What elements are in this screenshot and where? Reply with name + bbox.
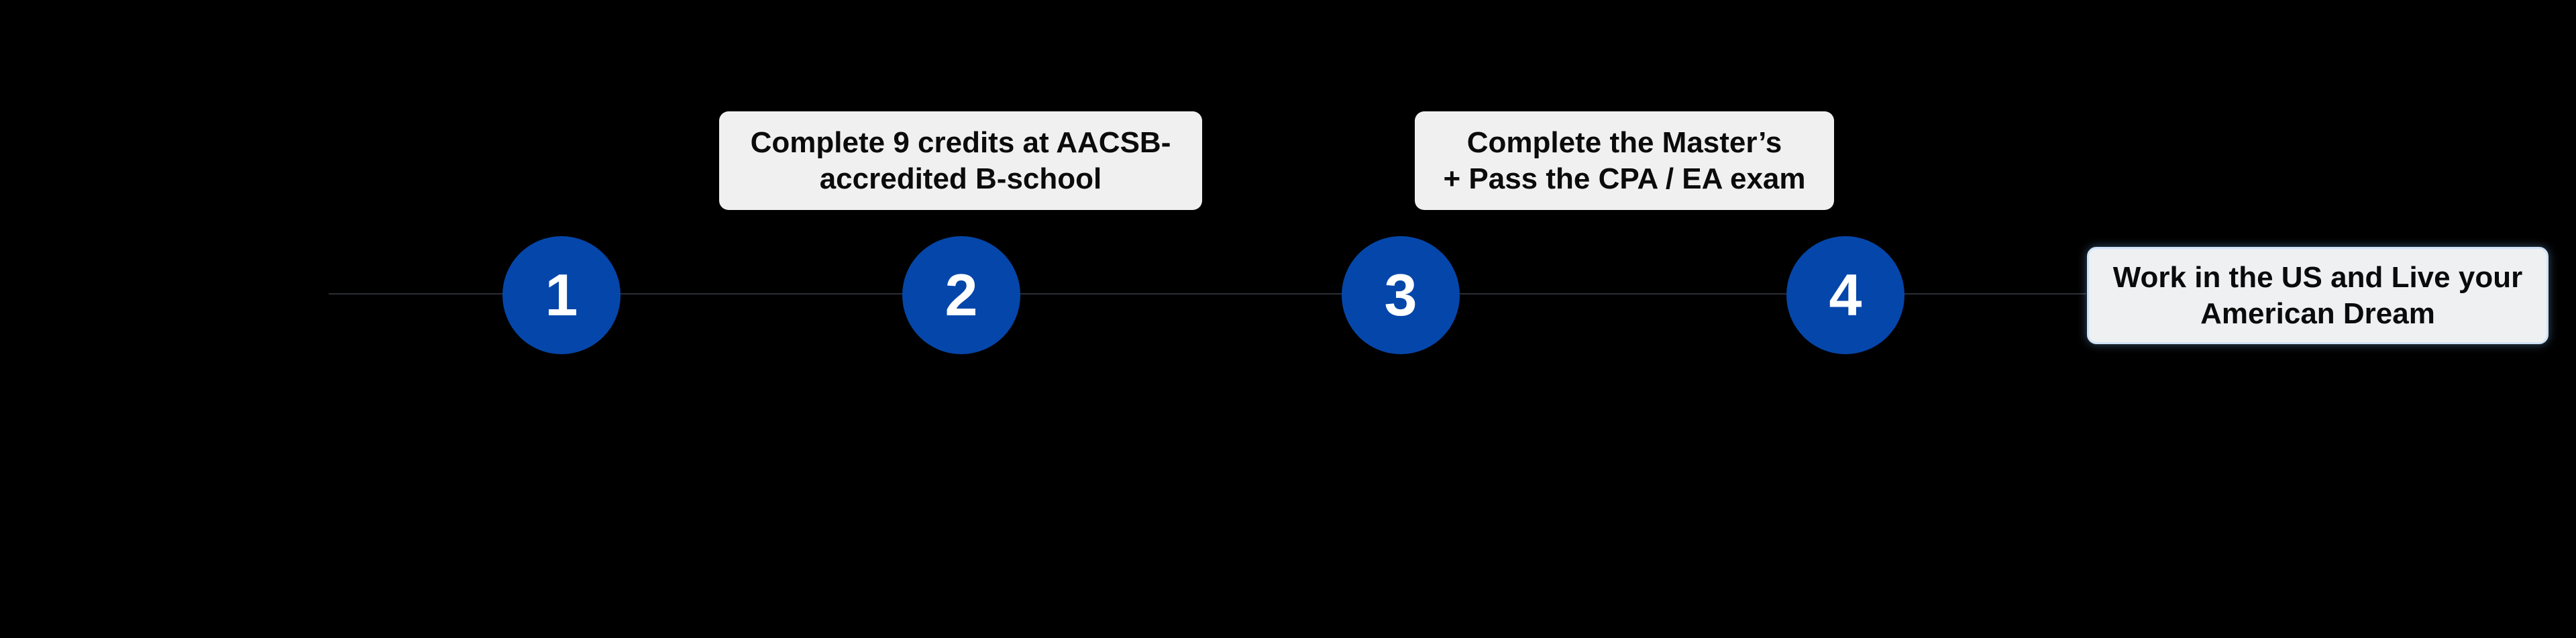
step-3-callout: Complete the Master’s + Pass the CPA / E… xyxy=(1415,111,1834,210)
step-1-circle: 1 xyxy=(502,236,621,354)
timeline-line xyxy=(329,293,2086,295)
step-2-callout: Complete 9 credits at AACSB- accredited … xyxy=(719,111,1202,210)
final-goal-callout: Work in the US and Live your American Dr… xyxy=(2087,247,2548,344)
step-4-circle: 4 xyxy=(1786,236,1904,354)
step-3-number: 3 xyxy=(1384,262,1417,328)
step-3-circle: 3 xyxy=(1342,236,1460,354)
step-1-number: 1 xyxy=(545,262,578,328)
step-2-number: 2 xyxy=(945,262,978,328)
step-4-number: 4 xyxy=(1829,262,1862,328)
step-2-circle: 2 xyxy=(902,236,1020,354)
